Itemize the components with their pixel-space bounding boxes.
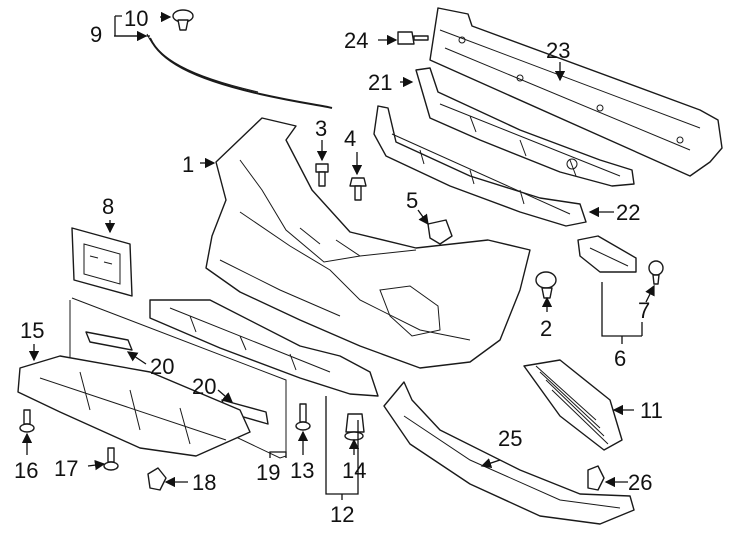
callout-10: 10: [124, 6, 148, 31]
part-20-bracket-a: [85, 331, 133, 351]
callout-19: 19: [256, 460, 280, 485]
part-10-clip: [172, 9, 194, 31]
part-7-clip: [648, 260, 664, 285]
callout-11: 11: [640, 398, 663, 423]
part-14-clip: [344, 413, 365, 441]
part-25-lip-spoiler: [383, 381, 635, 525]
callout-16: 16: [14, 458, 38, 483]
callout-14: 14: [342, 458, 366, 483]
part-5-bracket: [427, 219, 453, 245]
part-18-clip: [147, 467, 167, 491]
callout-5: 5: [406, 188, 418, 213]
callout-20b: 20: [192, 374, 216, 399]
callout-24: 24: [344, 28, 368, 53]
callout-12: 12: [330, 502, 354, 527]
part-4-bolt: [349, 177, 367, 201]
callout-21: 21: [368, 70, 392, 95]
part-6-bracket: [577, 235, 637, 273]
callout-20a: 20: [150, 354, 174, 379]
part-13-bolt: [295, 403, 311, 431]
part-17-bolt: [103, 447, 119, 471]
callout-9: 9: [90, 22, 102, 47]
part-22-lower-absorber: [373, 105, 587, 227]
callout-13: 13: [290, 458, 314, 483]
callout-8: 8: [102, 194, 114, 219]
leader-lines: [21, 11, 655, 500]
callout-4: 4: [344, 126, 356, 151]
part-12-lower-shield: [149, 299, 379, 397]
part-9-molding: [146, 33, 333, 109]
callout-23: 23: [546, 38, 570, 63]
callout-17: 17: [54, 456, 78, 481]
part-24-screw: [397, 31, 429, 45]
callout-15: 15: [20, 318, 44, 343]
callout-6: 6: [614, 346, 626, 371]
part-1-bumper-cover: [205, 117, 531, 369]
callout-3: 3: [315, 116, 327, 141]
callout-22: 22: [616, 200, 640, 225]
part-15-under-cover: [17, 355, 251, 457]
callout-25: 25: [498, 426, 522, 451]
callouts: 1 2 3 4 5 6 7 8 9 10 11 12 13 14 15 16 1…: [14, 6, 663, 527]
part-2-clip: [535, 271, 557, 299]
callout-2: 2: [540, 316, 552, 341]
part-3-bolt: [315, 163, 329, 187]
part-16-bolt: [19, 409, 35, 433]
callout-18: 18: [192, 470, 216, 495]
part-26-clip: [587, 465, 605, 491]
callout-7: 7: [638, 298, 650, 323]
part-21-energy-absorber: [415, 67, 635, 187]
part-19-panel: [69, 297, 287, 459]
part-8-license-bracket: [71, 227, 133, 297]
part-11-grille: [523, 359, 623, 451]
part-23-reinforcement-bar: [429, 7, 723, 177]
callout-1: 1: [182, 152, 194, 177]
callout-26: 26: [628, 470, 652, 495]
